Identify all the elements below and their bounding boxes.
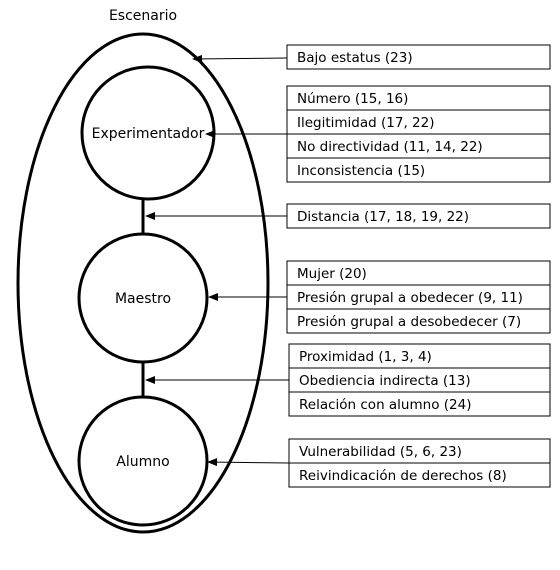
scenario-factors: Bajo estatus (23) [192, 44, 551, 70]
teacher-circle [77, 232, 209, 364]
teacher-label: Maestro [115, 291, 171, 307]
factor-label: No directividad (11, 14, 22) [297, 139, 483, 155]
student-circle [77, 395, 209, 527]
factor-label: Presión grupal a obedecer (9, 11) [297, 290, 523, 306]
factor-label: Distancia (17, 18, 19, 22) [297, 209, 469, 225]
factor-box [286, 203, 551, 229]
factor-label: Número (15, 16) [297, 91, 408, 107]
factor-label: Vulnerabilidad (5, 6, 23) [299, 444, 462, 460]
factor-label: Bajo estatus (23) [297, 50, 413, 66]
factor-box [286, 44, 551, 70]
factor-box [288, 462, 551, 488]
scenario-title: Escenario [109, 8, 177, 24]
factor-label: Mujer (20) [297, 266, 367, 282]
student-node: Alumno [77, 395, 209, 527]
scenario-arrow [192, 54, 288, 63]
factor-label: Relación con alumno (24) [299, 397, 471, 413]
student-factors: Vulnerabilidad (5, 6, 23) Reivindicación… [207, 438, 551, 488]
factor-label: Inconsistencia (15) [297, 163, 425, 179]
experimenter-node: Experimentador [80, 65, 216, 201]
factor-box [288, 391, 551, 417]
scenario-ellipse [16, 32, 270, 534]
experimenter-factors: Número (15, 16) Ilegitimidad (17, 22) No… [205, 85, 551, 183]
experimenter-label: Experimentador [92, 126, 205, 142]
factor-label: Presión grupal a desobedecer (7) [297, 314, 521, 330]
factor-box [288, 343, 551, 369]
student-arrow [207, 458, 290, 467]
factor-box [288, 367, 551, 393]
teacher-node: Maestro [77, 232, 209, 364]
factor-box [286, 109, 551, 135]
factor-box [286, 133, 551, 159]
factor-box [286, 85, 551, 111]
factor-label: Ilegitimidad (17, 22) [297, 115, 434, 131]
factor-box [286, 157, 551, 183]
factor-box [286, 284, 551, 310]
factor-label: Obediencia indirecta (13) [299, 373, 471, 389]
factor-label: Proximidad (1, 3, 4) [299, 349, 432, 365]
factor-label: Reivindicación de derechos (8) [299, 468, 507, 484]
teacher-student-link-factors: Proximidad (1, 3, 4) Obediencia indirect… [145, 343, 551, 417]
student-label: Alumno [116, 454, 169, 470]
experimenter-teacher-link-factors: Distancia (17, 18, 19, 22) [145, 203, 551, 229]
teacher-factors: Mujer (20) Presión grupal a obedecer (9,… [208, 260, 551, 334]
factor-box [286, 308, 551, 334]
